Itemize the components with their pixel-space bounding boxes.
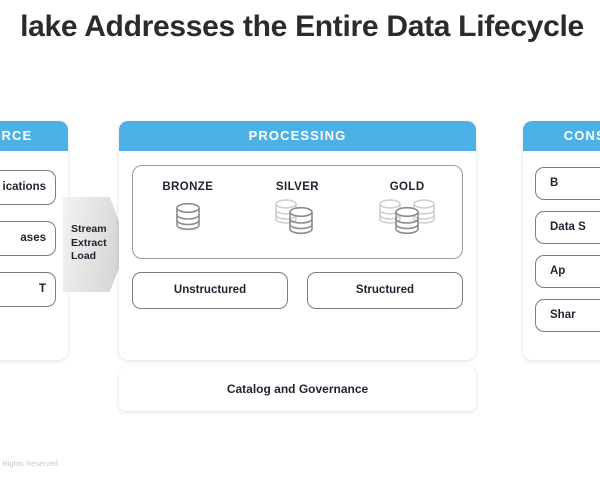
tier-gold[interactable]: GOLD: [352, 166, 462, 258]
medallion-tiers-box: BRONZE SILVER: [132, 165, 463, 259]
page-title: lake Addresses the Entire Data Lifecycle: [20, 10, 584, 43]
processing-panel-body: BRONZE SILVER: [119, 151, 476, 325]
source-item-iot[interactable]: T: [0, 272, 56, 307]
consumption-panel-header: CONSU: [523, 121, 600, 151]
etl-arrow: Stream Extract Load: [63, 197, 128, 292]
tier-silver[interactable]: SILVER: [243, 166, 353, 258]
data-type-structured[interactable]: Structured: [307, 272, 463, 309]
database-icon-gold: [352, 199, 462, 245]
consumption-item-bi[interactable]: B: [535, 167, 600, 200]
source-panel-header: OURCE: [0, 121, 68, 151]
footer-copyright: ll Rights Reserved: [0, 459, 58, 468]
tier-gold-label: GOLD: [389, 181, 425, 193]
etl-arrow-label: Stream Extract Load: [71, 223, 107, 264]
data-types-row: Unstructured Structured: [132, 272, 463, 309]
consumption-panel: CONSU B Data S Ap Shar: [523, 121, 600, 360]
tier-bronze[interactable]: BRONZE: [133, 166, 243, 258]
source-item-databases[interactable]: ases: [0, 221, 56, 256]
tier-silver-label: SILVER: [275, 181, 319, 193]
source-panel: OURCE ications ases T: [0, 121, 68, 360]
catalog-and-governance-card[interactable]: Catalog and Governance: [119, 367, 476, 411]
consumption-item-data-science[interactable]: Data S: [535, 211, 600, 244]
data-type-unstructured[interactable]: Unstructured: [132, 272, 288, 309]
source-item-applications[interactable]: ications: [0, 170, 56, 205]
etl-label-extract: Extract: [71, 236, 107, 249]
tier-bronze-label: BRONZE: [162, 181, 214, 193]
processing-panel-header: PROCESSING: [119, 121, 476, 151]
etl-label-stream: Stream: [71, 223, 107, 235]
database-icon-silver: [243, 199, 353, 245]
consumption-item-applications[interactable]: Ap: [535, 255, 600, 288]
etl-label-load: Load: [71, 250, 97, 262]
consumption-item-sharing[interactable]: Shar: [535, 299, 600, 332]
consumption-panel-body: B Data S Ap Shar: [523, 151, 600, 332]
database-icon-bronze: [133, 199, 243, 245]
processing-panel: PROCESSING BRONZE SILVER: [119, 121, 476, 360]
source-panel-body: ications ases T: [0, 151, 68, 307]
